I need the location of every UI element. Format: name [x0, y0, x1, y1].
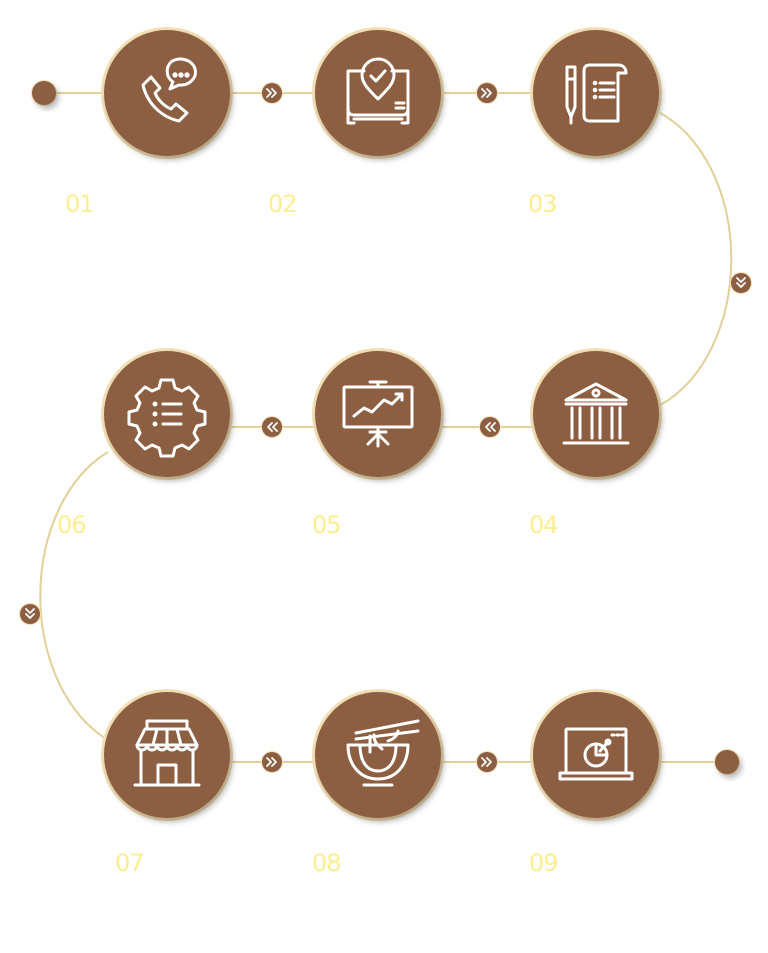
step-circle-02: [312, 27, 444, 159]
step-number-09: 09: [529, 849, 559, 877]
store-awning-icon: [133, 719, 201, 787]
step-number-08: 08: [312, 849, 342, 877]
step-circle-06: [101, 348, 233, 480]
laptop-pie-chart-icon: [558, 727, 634, 781]
presentation-chart-icon: [342, 380, 414, 448]
step-number-03: 03: [528, 190, 558, 218]
step-circle-07: [101, 689, 233, 821]
arrow-badge-1: [261, 82, 283, 104]
end-dot: [714, 749, 740, 775]
step-number-02: 02: [268, 190, 298, 218]
step-number-07: 07: [115, 849, 145, 877]
arrow-badge-7: [261, 751, 283, 773]
gear-list-icon: [127, 378, 207, 458]
start-dot: [31, 80, 57, 106]
phone-chat-icon: [141, 57, 197, 123]
step-number-06: 06: [57, 511, 87, 539]
step-circle-04: [530, 348, 662, 480]
step-circle-03: [530, 27, 662, 159]
arrow-badge-8: [476, 751, 498, 773]
map-location-check-icon: [346, 57, 410, 125]
step-circle-01: [101, 27, 233, 159]
arrow-badge-4: [479, 416, 501, 438]
step-number-05: 05: [312, 511, 342, 539]
document-pen-icon: [565, 63, 628, 125]
arrow-badge-5: [261, 416, 283, 438]
step-circle-05: [312, 348, 444, 480]
bank-building-icon: [562, 382, 630, 445]
arrow-badge-3: [730, 272, 752, 294]
step-number-01: 01: [65, 190, 95, 218]
arrow-badge-6: [19, 603, 41, 625]
noodle-bowl-icon: [346, 719, 420, 787]
arrow-badge-2: [476, 82, 498, 104]
step-circle-08: [312, 689, 444, 821]
step-number-04: 04: [529, 511, 559, 539]
step-circle-09: [530, 689, 662, 821]
